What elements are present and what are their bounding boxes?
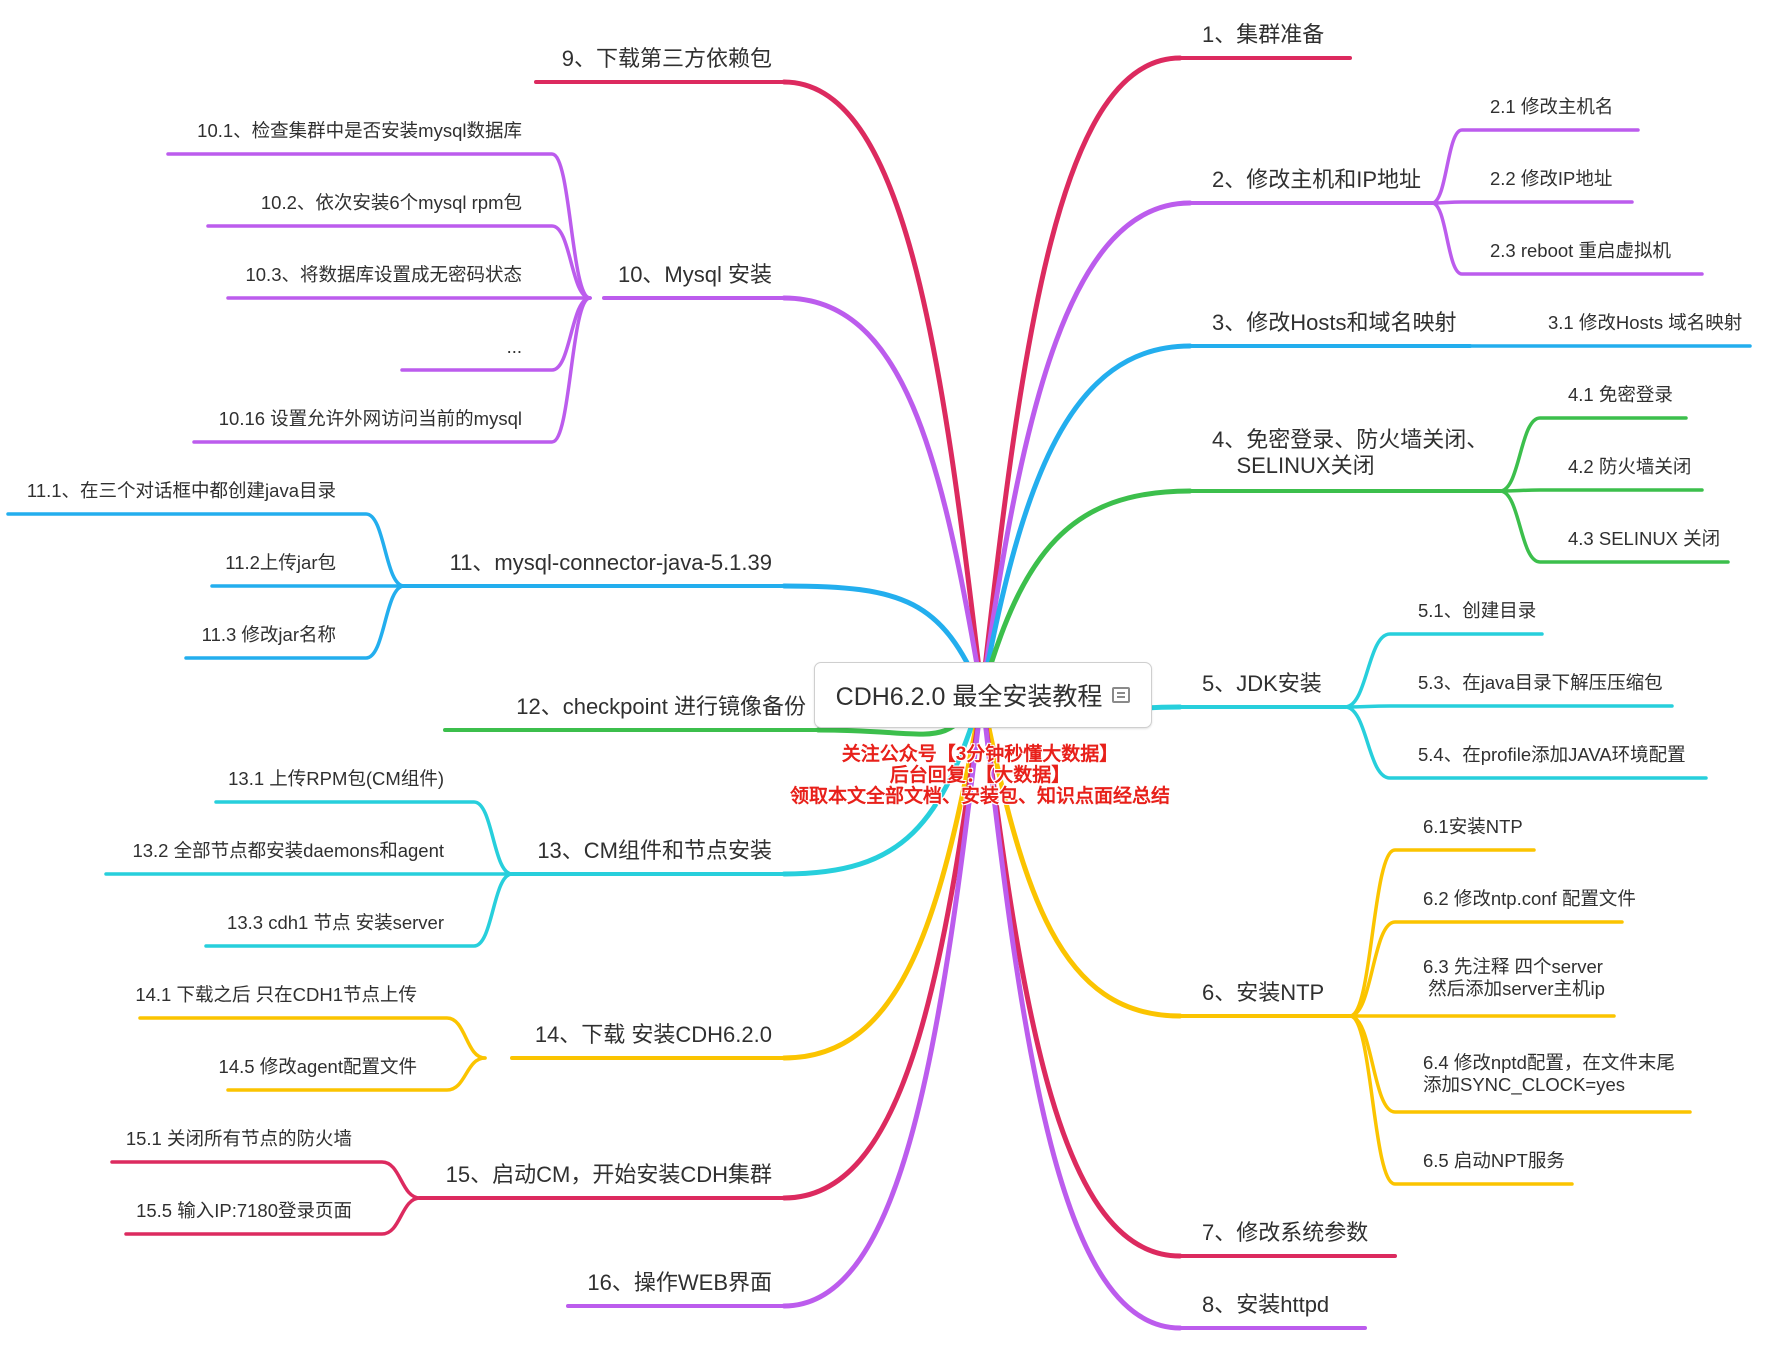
subtopic[interactable]: 10.2、依次安装6个mysql rpm包 [260,192,522,213]
subtopic-connector [1430,128,1640,205]
subtopic[interactable]: 4.1 免密登录 [1568,384,1673,405]
subtopic-connector [1498,488,1704,493]
branch-topic[interactable]: 6、安装NTP [1202,980,1325,1005]
branch-topic[interactable]: 15、启动CM，开始安装CDH集群 [445,1162,772,1187]
branch-topic[interactable]: 13、CM组件和节点安装 [537,838,772,863]
branch-topic[interactable]: 9、下载第三方依赖包 [561,46,772,71]
note-icon[interactable] [1112,687,1131,703]
subtopic[interactable]: 10.1、检查集群中是否安装mysql数据库 [197,120,522,141]
subtopic-connector [1430,200,1634,205]
subtopic-connector [1348,1014,1574,1186]
subtopic-connector [184,584,406,660]
subtopic-connector [1498,416,1688,493]
subtopic[interactable]: 10.16 设置允许外网访问当前的mysql [218,408,522,429]
subtopic[interactable]: 5.4、在profile添加JAVA环境配置 [1418,744,1686,765]
branch-topic[interactable]: 2、修改主机和IP地址 [1212,167,1422,192]
subtopic-connector [1343,705,1708,780]
subtopic[interactable]: 6.3 先注释 四个server 然后添加server主机ip [1423,956,1605,1000]
subtopic[interactable]: 15.5 输入IP:7180登录页面 [136,1200,352,1221]
subtopic[interactable]: 6.2 修改ntp.conf 配置文件 [1423,888,1636,909]
subtopic[interactable]: ... [506,336,522,357]
branch-connector [781,691,985,1061]
branch-topic[interactable]: 12、checkpoint 进行镜像备份 [516,694,806,719]
subtopic-connector [124,1196,422,1236]
branch-topic[interactable]: 7、修改系统参数 [1202,1220,1369,1245]
branch-topic[interactable]: 8、安装httpd [1202,1292,1330,1317]
branch-topic[interactable]: 10、Mysql 安装 [617,262,772,287]
subtopic[interactable]: 15.1 关闭所有节点的防火墙 [125,1128,352,1149]
promo-line: 领取本文全部文档、安装包、知识点面经总结 [789,786,1170,807]
branch-connector [979,488,1193,697]
branch-connector [781,691,985,877]
subtopic[interactable]: 13.3 cdh1 节点 安装server [227,912,444,933]
subtopic-connector [400,296,592,372]
subtopic[interactable]: 11.1、在三个对话框中都创建java目录 [26,480,336,501]
subtopic-connector [6,512,406,588]
root-topic[interactable]: CDH6.2.0 最全安装教程 [814,662,1152,728]
branch-connector [781,295,985,697]
subtopic[interactable]: 2.2 修改IP地址 [1490,168,1613,189]
branch-connector [979,200,1193,697]
subtopic[interactable]: 5.1、创建目录 [1418,600,1537,621]
subtopic[interactable]: 4.2 防火墙关闭 [1568,456,1692,477]
branch-topic[interactable]: 3、修改Hosts和域名映射 [1212,310,1457,335]
subtopic[interactable]: 6.4 修改nptd配置，在文件末尾 添加SYNC_CLOCK=yes [1423,1052,1675,1096]
branch-connector [979,343,1193,697]
promo-line: 关注公众号【3分钟秒懂大数据】 [841,744,1119,765]
subtopic-connector [138,1016,487,1060]
subtopic-connector [1348,848,1536,1018]
promo-line: 后台回复：【大数据】 [889,765,1071,786]
subtopic[interactable]: 3.1 修改Hosts 域名映射 [1548,312,1743,333]
branch-connector [781,79,985,697]
branch-topic[interactable]: 14、下载 安装CDH6.2.0 [534,1022,772,1047]
subtopic-connector [214,800,514,876]
subtopic[interactable]: 11.3 修改jar名称 [201,624,336,645]
subtopic[interactable]: 14.5 修改agent配置文件 [218,1056,417,1077]
branch-topic[interactable]: 11、mysql-connector-java-5.1.39 [449,550,772,575]
branch-connector [781,583,985,697]
branch-connector [781,691,985,1309]
subtopic[interactable]: 10.3、将数据库设置成无密码状态 [245,264,522,285]
subtopic[interactable]: 11.2上传jar包 [225,552,336,573]
branch-connector [781,691,985,1201]
subtopic-connector [110,1160,422,1200]
subtopic-connector [204,872,514,948]
promo-text: 关注公众号【3分钟秒懂大数据】 后台回复：【大数据】 领取本文全部文档、安装包、… [740,744,1220,807]
subtopic[interactable]: 2.3 reboot 重启虚拟机 [1490,240,1671,261]
subtopic[interactable]: 13.2 全部节点都安装daemons和agent [132,840,444,861]
branch-connector [979,691,1183,1331]
subtopic[interactable]: 6.5 启动NPT服务 [1423,1150,1565,1171]
subtopic-connector [206,224,592,300]
subtopic[interactable]: 5.3、在java目录下解压压缩包 [1418,672,1663,693]
subtopic-connector [1348,920,1624,1018]
subtopic[interactable]: 13.1 上传RPM包(CM组件) [228,768,444,789]
branch-connector [979,691,1183,1019]
subtopic-connector [166,152,592,300]
branch-connector [979,55,1183,697]
branch-topic[interactable]: 4、免密登录、防火墙关闭、 SELINUX关闭 [1212,427,1489,479]
subtopic-connector [1343,704,1674,709]
subtopic[interactable]: 6.1安装NTP [1423,816,1523,837]
subtopic-connector [226,1056,487,1092]
branch-topic[interactable]: 5、JDK安装 [1202,671,1322,696]
subtopic-connector [1430,201,1704,276]
subtopic-connector [1343,632,1544,709]
subtopic-connector [1498,489,1730,564]
subtopic-connector [192,296,592,444]
subtopic[interactable]: 14.1 下载之后 只在CDH1节点上传 [135,984,417,1005]
root-topic-title: CDH6.2.0 最全安装教程 [835,683,1103,711]
branch-topic[interactable]: 1、集群准备 [1202,22,1325,47]
branch-topic[interactable]: 16、操作WEB界面 [587,1270,772,1295]
subtopic[interactable]: 2.1 修改主机名 [1490,96,1614,117]
subtopic[interactable]: 4.3 SELINUX 关闭 [1568,528,1721,549]
